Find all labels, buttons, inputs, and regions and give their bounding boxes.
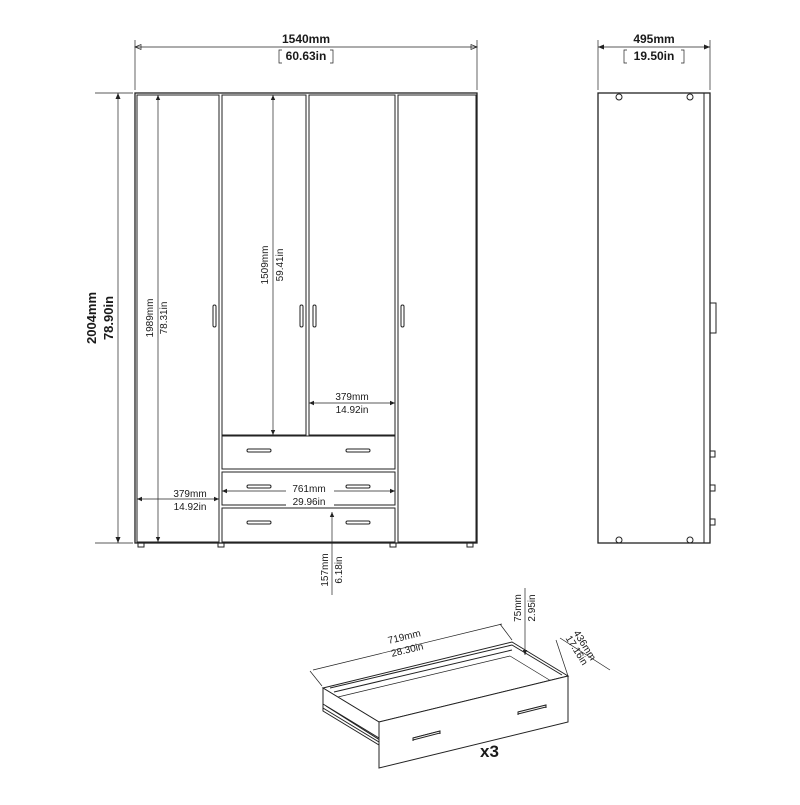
drawer-handle-1a [246,448,272,453]
door-handle-center-right [312,304,317,328]
dim-leg-height: 157mm 6.18in [320,512,345,595]
dim-inner-door-height-mm: 1509mm [260,246,271,285]
drawer-isometric-view [321,641,570,769]
drawer-handle-3a [246,520,272,525]
foot-left [137,542,145,548]
door-left-outer [136,94,220,543]
foot-mid-right [389,542,397,548]
dim-total-width-mm: 1540mm [282,32,330,46]
dim-drawer-height-mm: 75mm [513,594,524,622]
dim-door-height-mm: 1989mm [145,299,156,338]
drawer-handle-1b [345,448,371,453]
dim-drawer-height: 75mm 2.95in [513,588,538,655]
door-center-left [221,94,307,436]
drawer-handle-2b [345,484,371,489]
wardrobe-front-view [134,92,478,548]
drawer-front-1 [221,435,396,470]
wardrobe-side-view [597,92,717,544]
dim-door-height: 1989mm 78.31in [145,95,170,542]
dim-total-height-mm: 2004mm [84,292,99,344]
drawer-front-3 [221,507,396,543]
dim-total-height-in: 78.90in [101,296,116,340]
drawer-count-label: x3 [480,742,499,761]
dim-inner-door-height-in: 59.41in [275,249,286,282]
drawer-handle-2a [246,484,272,489]
foot-mid-left [217,542,225,548]
dim-shelf-width-left-in: 14.92in [174,502,207,513]
dim-leg-height-in: 6.18in [334,556,345,583]
door-right-outer [397,94,477,543]
dim-shelf-width-left: 379mm 14.92in [137,489,219,513]
drawer-front-face [378,675,569,769]
dim-drawer-section-width-in: 29.96in [293,497,326,508]
dim-shelf-width-left-mm: 379mm [173,489,206,500]
side-handle-profile [709,302,717,334]
dim-leg-height-mm: 157mm [320,553,331,586]
door-center-right [308,94,396,436]
door-handle-right [400,304,405,328]
dim-drawer-height-in: 2.95in [527,594,538,621]
dim-door-height-in: 78.31in [159,302,170,335]
side-panel [597,92,711,544]
dim-total-width: 1540mm 60.63in [134,32,478,90]
dim-total-height: 2004mm 78.90in [84,92,133,544]
door-handle-left [212,304,217,328]
dim-shelf-width-right-in: 14.92in [336,405,369,416]
dim-depth: 495mm 19.50in [597,32,711,90]
carcass-outline [134,92,478,544]
dim-drawer-section-width-mm: 761mm [292,484,325,495]
dim-inner-door-height: 1509mm 59.41in [260,95,286,435]
dim-drawer-depth: 436mm 17.16in [555,629,611,677]
dim-total-width-in: 60.63in [286,49,327,63]
foot-right [466,542,474,548]
dim-shelf-width-right: 379mm 14.92in [309,392,395,416]
dim-depth-mm: 495mm [633,32,674,46]
drawer-handle-3b [345,520,371,525]
dim-shelf-width-right-mm: 379mm [335,392,368,403]
dim-depth-in: 19.50in [634,49,675,63]
door-handle-center-left [299,304,304,328]
dim-drawer-section-width: 761mm 29.96in [222,482,395,508]
